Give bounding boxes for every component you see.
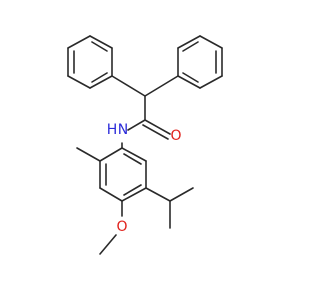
methoxy-group (99, 200, 123, 255)
aniline-ring (99, 147, 147, 202)
molecule-drawing: N H O O (67, 35, 223, 255)
diphenylmethyl-bonds (111, 75, 179, 121)
nitrogen-symbol: N (118, 122, 128, 138)
amide-group (121, 119, 171, 149)
isopropyl-group (145, 187, 194, 229)
nitrogen-label: N H (107, 122, 129, 138)
nitrogen-hydrogen: H (107, 122, 118, 138)
carbonyl-oxygen-label: O (170, 128, 181, 144)
methyl-bond (76, 147, 101, 162)
right-phenyl-ring (177, 35, 223, 89)
methoxy-oxygen-label: O (116, 219, 127, 235)
structure-canvas: N H O O (67, 35, 223, 255)
left-phenyl-ring (67, 35, 113, 89)
